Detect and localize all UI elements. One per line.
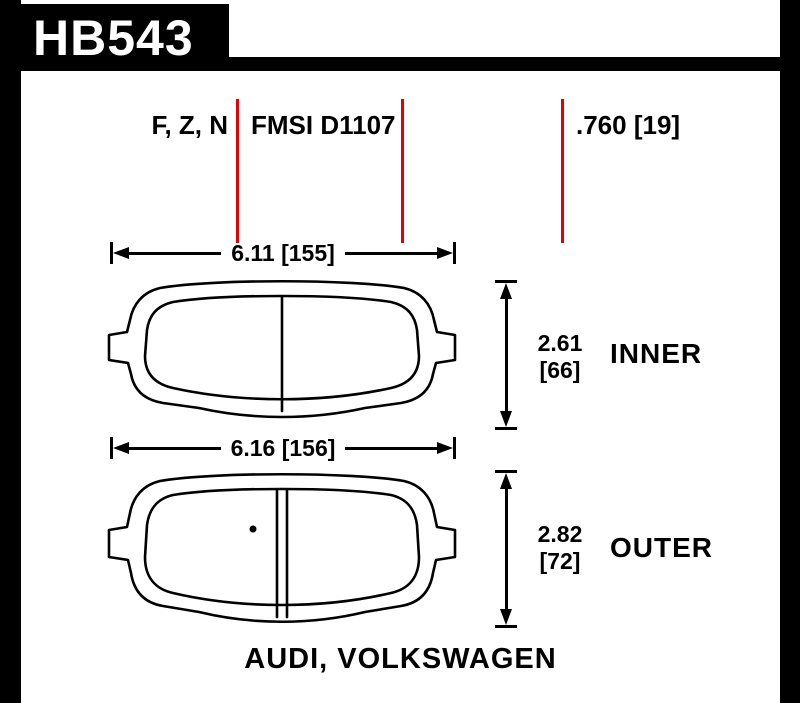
arrowhead-up-icon — [500, 473, 512, 489]
dimension-end-tick — [453, 242, 456, 264]
inner-pad-drawing — [107, 279, 457, 419]
header-rule-bar — [229, 57, 780, 71]
dimension-end-tick — [495, 427, 517, 430]
vehicle-applications: AUDI, VOLKSWAGEN — [244, 643, 557, 675]
arrowhead-left-icon — [113, 247, 129, 259]
dimension-end-tick — [495, 280, 517, 283]
inner-pad-height-mm: [66] — [539, 357, 581, 383]
dimension-end-tick — [453, 437, 457, 459]
dimension-end-tick — [495, 625, 517, 628]
outer-pad-outline — [107, 472, 457, 624]
arrowhead-right-icon — [437, 247, 453, 259]
dimension-end-tick — [495, 470, 517, 473]
red-divider-line-1 — [236, 99, 239, 243]
outer-pad-sensor-dot — [249, 525, 257, 533]
arrowhead-down-icon — [500, 411, 512, 427]
dimension-line — [344, 251, 437, 255]
inner-pad-height-value: 2.61 [66] — [524, 330, 596, 384]
arrowhead-up-icon — [500, 283, 512, 299]
compound-codes: F, Z, N — [151, 110, 228, 140]
inner-pad-friction-outline — [143, 294, 421, 401]
arrowhead-right-icon — [437, 442, 454, 454]
dimension-end-tick — [110, 242, 113, 264]
left-border-bar — [0, 0, 21, 703]
arrowhead-left-icon — [113, 442, 129, 454]
dimension-line — [504, 489, 508, 609]
dimension-line — [345, 446, 438, 450]
outer-pad-drawing — [107, 472, 457, 624]
inner-pad-height-dimension — [494, 280, 518, 430]
outer-pad-width-value: 6.16 [156] — [230, 434, 336, 461]
right-border-bar — [780, 0, 800, 703]
dimension-end-tick — [110, 437, 113, 459]
outer-pad-label: OUTER — [610, 532, 713, 563]
arrowhead-down-icon — [500, 609, 512, 625]
outer-pad-height-inches: 2.82 — [537, 521, 583, 547]
part-number: HB543 — [33, 9, 194, 66]
inner-pad-height-inches: 2.61 — [537, 330, 583, 356]
red-divider-line-2 — [401, 99, 404, 243]
outer-pad-height-dimension — [494, 470, 518, 628]
outer-pad-width-dimension: 6.16 [156] — [110, 434, 457, 461]
outer-pad-height-mm: [72] — [539, 548, 581, 574]
fmsi-number: FMSI D1107 — [251, 110, 396, 140]
dimension-line — [504, 299, 508, 411]
red-divider-line-3 — [561, 99, 564, 243]
pad-thickness: .760 [19] — [576, 110, 681, 140]
inner-pad-outline — [107, 279, 457, 419]
outer-pad-height-value: 2.82 [72] — [524, 521, 596, 575]
inner-pad-label: INNER — [610, 338, 703, 369]
inner-pad-width-dimension: 6.11 [155] — [110, 239, 456, 266]
inner-pad-width-value: 6.11 [155] — [231, 239, 335, 266]
outer-pad-friction-outline — [143, 487, 421, 607]
part-number-box: HB543 — [21, 4, 229, 71]
dimension-line — [129, 446, 221, 450]
dimension-line — [129, 251, 222, 255]
